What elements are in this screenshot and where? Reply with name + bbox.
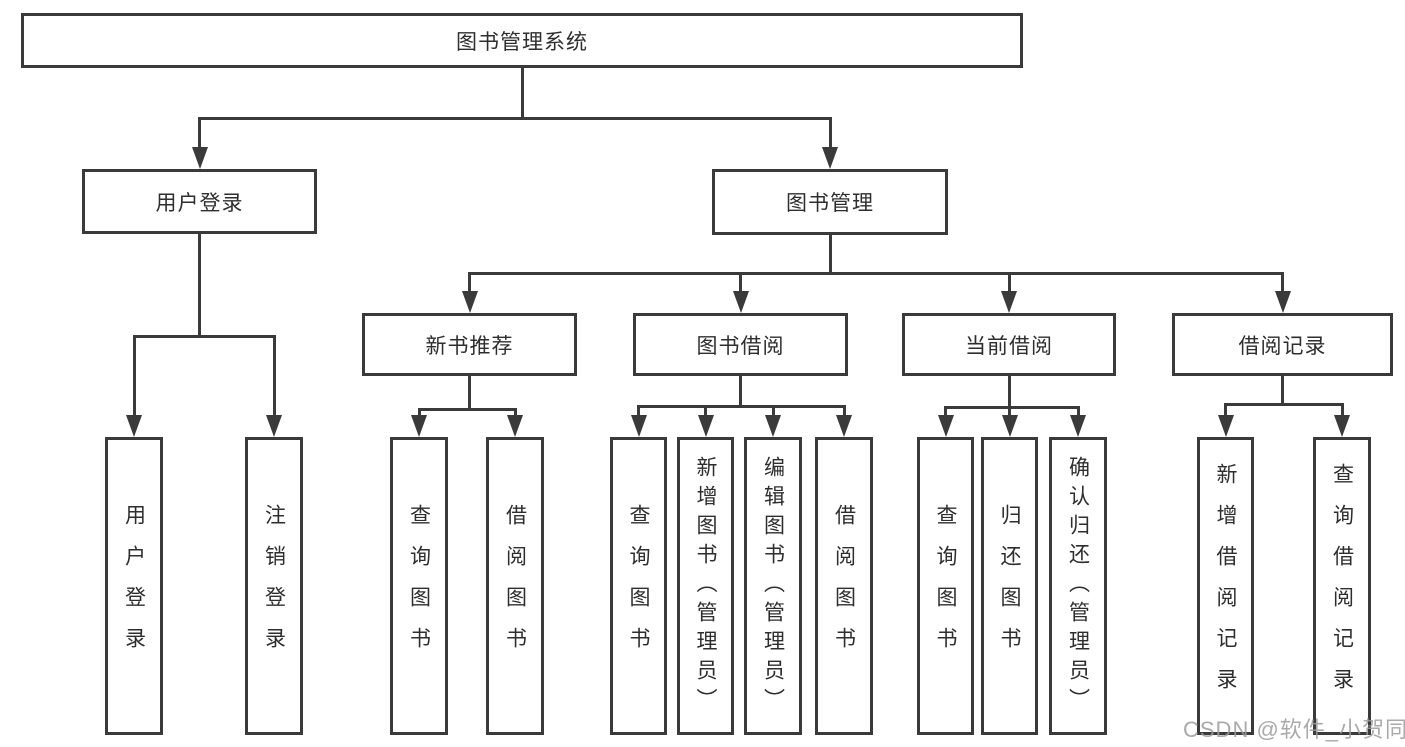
node-label: 借阅图书 [832,504,856,668]
connector-stub [1281,376,1284,405]
arrowhead-icon [938,415,954,437]
connector-arrow-line [772,405,775,415]
connector-arrow-line [133,335,136,415]
connector-horizontal [418,408,517,411]
connector-arrow-line [198,117,201,149]
connector-user-login-horizontal [133,335,276,338]
arrowhead-icon [1001,291,1017,313]
arrowhead-icon [411,415,427,437]
connector-arrow-line [1281,272,1284,291]
node-label: 查询借阅记录 [1330,463,1354,709]
connector-book-mgmt-stub [829,235,832,274]
node-label: 用户登录 [122,504,146,668]
arrowhead-icon [1218,415,1234,437]
arrowhead-icon [1275,291,1291,313]
leaf-add-books-admin: 新增图书（管理员） [677,437,734,735]
arrowhead-icon [836,415,852,437]
connector-arrow-line [514,408,517,415]
connector-stub [468,376,471,410]
node-label: 新增借阅记录 [1214,463,1237,709]
connector-arrow-line [843,405,846,415]
arrowhead-icon [266,415,282,437]
connector-arrow-line [1008,406,1011,415]
connector-arrow-line [1077,406,1080,415]
node-book-borrowing: 图书借阅 [633,313,848,376]
leaf-query-borrow-record: 查询借阅记录 [1313,437,1371,735]
node-label: 当前借阅 [965,334,1053,358]
connector-arrow-line [829,117,832,149]
connector-arrow-line [1008,272,1011,291]
node-label: 用户登录 [155,191,244,215]
connector-arrow-line [468,272,471,291]
arrowhead-icon [698,415,714,437]
arrowhead-icon [462,291,478,313]
arrowhead-icon [765,415,781,437]
node-current-borrowing: 当前借阅 [902,313,1116,376]
node-borrowing-records: 借阅记录 [1172,313,1393,376]
node-label: 归还图书 [998,504,1021,668]
leaf-query-books-current: 查询图书 [917,437,974,735]
leaf-add-borrow-record: 新增借阅记录 [1197,437,1254,735]
connector-arrow-line [637,405,640,415]
node-book-management: 图书管理 [712,169,948,235]
arrowhead-icon [1334,415,1350,437]
node-label: 查询图书 [407,504,431,668]
node-user-login: 用户登录 [82,169,317,234]
node-label: 图书管理系统 [456,30,588,54]
leaf-query-books-recommend: 查询图书 [390,437,448,735]
node-label: 注销登录 [262,504,286,668]
leaf-logout: 注销登录 [245,437,303,735]
node-label: 查询图书 [934,504,957,668]
arrowhead-icon [631,415,647,437]
leaf-query-books-borrow: 查询图书 [610,437,667,735]
node-label: 借阅图书 [503,504,527,668]
arrowhead-icon [126,415,142,437]
node-label: 新增图书（管理员） [694,455,717,717]
leaf-user-login: 用户登录 [105,437,163,735]
leaf-confirm-return-admin: 确认归还（管理员） [1049,437,1107,735]
arrowhead-icon [1070,415,1086,437]
connector-root-stub [521,68,524,119]
node-library-management-system: 图书管理系统 [21,13,1023,68]
node-label: 图书借阅 [696,334,785,358]
arrowhead-icon [733,291,749,313]
leaf-edit-books-admin: 编辑图书（管理员） [744,437,802,735]
arrowhead-icon [507,415,523,437]
connector-arrow-line [273,335,276,415]
connector-arrow-line [1224,403,1227,415]
node-label: 新书推荐 [425,334,514,358]
connector-arrow-line [1341,403,1344,415]
connector-stub [1008,376,1011,408]
node-new-book-recommendation: 新书推荐 [362,313,577,376]
leaf-return-books: 归还图书 [981,437,1038,735]
connector-horizontal [637,405,845,408]
node-label: 图书管理 [786,192,874,215]
leaf-borrow-books-recommend: 借阅图书 [486,437,544,735]
node-label: 借阅记录 [1238,334,1327,358]
arrowhead-icon [822,147,838,169]
connector-arrow-line [418,408,421,415]
connector-arrow-line [704,405,707,415]
node-label: 确认归还（管理员） [1066,455,1090,717]
arrowhead-icon [192,147,208,169]
connector-level2-horizontal [198,117,832,120]
connector-horizontal [944,406,1080,409]
connector-arrow-line [944,406,947,415]
watermark: CSDN @软件_小贺同学 [1183,717,1405,742]
connector-stub [739,376,742,407]
arrowhead-icon [1002,415,1018,437]
leaf-borrow-books: 借阅图书 [815,437,873,735]
node-label: 查询图书 [627,504,650,668]
connector-level3-horizontal [468,272,1284,275]
connector-horizontal [1224,403,1344,406]
connector-arrow-line [739,272,742,291]
node-label: 编辑图书（管理员） [761,455,785,717]
connector-user-login-stub [198,234,201,337]
